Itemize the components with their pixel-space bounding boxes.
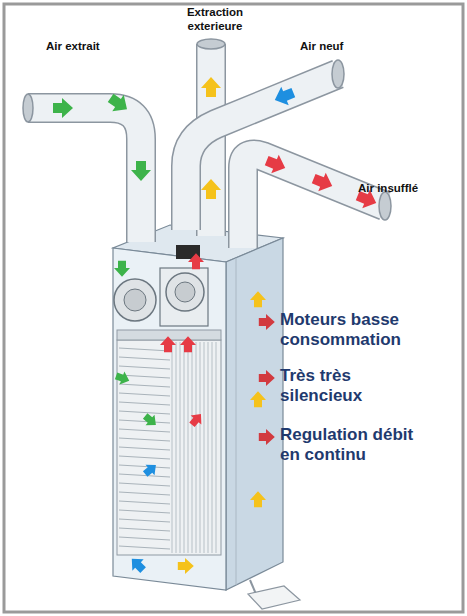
heat-exchanger xyxy=(117,340,221,555)
pleat-line xyxy=(208,342,209,553)
flow-arrow-inner xyxy=(114,369,132,387)
pleat-line xyxy=(212,342,213,553)
flow-arrow-inner xyxy=(126,553,149,576)
duct-opening xyxy=(379,192,391,220)
duct-outline xyxy=(28,108,141,242)
pleat-line xyxy=(119,465,170,468)
fan-hub xyxy=(175,282,195,302)
pleat-line xyxy=(192,342,193,553)
pleat-line xyxy=(119,447,170,450)
pleat-line xyxy=(119,501,170,504)
flow-arrow-supply xyxy=(310,169,336,195)
floor-grille xyxy=(248,586,300,609)
duct-extract xyxy=(28,108,141,242)
pleat-line xyxy=(119,402,170,405)
pleat-line xyxy=(119,456,170,459)
feature-text: Moteurs basse consommation xyxy=(280,310,430,351)
frame xyxy=(4,4,463,612)
pleat-line xyxy=(119,474,170,477)
flow-arrow-inner xyxy=(141,460,161,480)
flow-arrow-inner xyxy=(250,491,266,507)
fan-hub xyxy=(124,289,146,311)
bullet-arrow xyxy=(259,370,275,386)
side-channel-wall xyxy=(236,258,237,585)
flow-arrow-exhaust xyxy=(201,179,221,199)
flow-arrow-inner xyxy=(114,261,130,277)
pleat-line xyxy=(188,342,189,553)
duct-supply xyxy=(243,155,385,249)
pleat-line xyxy=(172,342,173,553)
duct-label: Extraction exterieure xyxy=(175,6,255,34)
pleat-line xyxy=(119,348,170,351)
pleat-line xyxy=(119,438,170,441)
flow-arrow-inner xyxy=(178,558,194,574)
unit-front xyxy=(113,248,226,590)
flow-arrow-exhaust xyxy=(201,77,221,97)
pleat-line xyxy=(119,384,170,387)
bullet-arrow xyxy=(259,314,275,330)
pleat-line xyxy=(119,357,170,360)
flow-arrow-extract xyxy=(131,161,151,181)
pleat-line xyxy=(176,342,177,553)
duct-label: Air insufflé xyxy=(358,182,458,196)
duct-outline xyxy=(186,74,338,230)
duct-outline xyxy=(243,155,385,249)
pleat-line xyxy=(196,342,197,553)
pleat-line xyxy=(184,342,185,553)
pleat-line xyxy=(119,519,170,522)
fan-extract xyxy=(114,279,156,321)
duct-opening xyxy=(332,60,344,88)
unit-side xyxy=(226,238,283,590)
feature-text: Regulation débit en continu xyxy=(280,425,430,466)
flow-arrow-supply xyxy=(263,151,289,177)
duct-opening xyxy=(197,39,225,49)
ducts xyxy=(28,44,385,248)
pleat-line xyxy=(119,492,170,495)
exchanger-pleats xyxy=(119,342,216,553)
duct-opening xyxy=(23,94,33,122)
pleat-line xyxy=(119,510,170,513)
pleat-line xyxy=(119,411,170,414)
pleat-line xyxy=(119,483,170,486)
pleat-line xyxy=(119,393,170,396)
flow-arrow-extract xyxy=(53,98,73,118)
flow-arrow-extract xyxy=(105,90,133,118)
pleat-line xyxy=(216,342,217,553)
pleat-line xyxy=(180,342,181,553)
pleat-line xyxy=(119,366,170,369)
feature-text: Très très silencieux xyxy=(280,366,430,407)
duct-label: Air extrait xyxy=(46,40,136,54)
flow-arrow-inner xyxy=(141,411,161,431)
pleat-line xyxy=(119,528,170,531)
flow-arrow-inner xyxy=(250,291,266,307)
duct-label: Air neuf xyxy=(300,40,390,54)
flow-arrow-fresh xyxy=(271,83,297,109)
flow-arrow-inner xyxy=(180,336,196,352)
flow-arrow-inner xyxy=(188,253,204,269)
flow-arrow-inner xyxy=(187,410,207,430)
flow-arrow-inner xyxy=(160,336,176,352)
pleat-line xyxy=(119,546,170,549)
fan-housing xyxy=(160,268,208,326)
duct-fresh xyxy=(186,74,338,230)
bullet-arrow xyxy=(259,429,275,445)
pleat-line xyxy=(204,342,205,553)
pleat-line xyxy=(200,342,201,553)
pleat-line xyxy=(119,537,170,540)
fan-supply xyxy=(166,273,204,311)
flow-arrow-inner xyxy=(250,391,266,407)
pleat-line xyxy=(119,420,170,423)
pleat-line xyxy=(119,429,170,432)
